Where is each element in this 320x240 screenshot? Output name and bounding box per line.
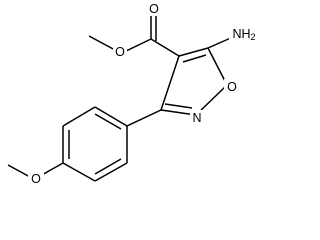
atom-amino-label: NH2 (232, 27, 255, 42)
atom-o-carbonyl-label: O (149, 2, 159, 16)
atom-n-ring: N (190, 110, 206, 126)
atom-o-carbonyl: O (146, 2, 160, 16)
atom-o-ether: O (28, 171, 44, 187)
bond-c3-c4 (160, 55, 180, 111)
bond-c4-c5-outer (178, 47, 209, 57)
atom-amino: NH2 (229, 26, 259, 42)
atom-o-ring-label: O (227, 80, 237, 94)
atom-o-ester-label: O (115, 45, 125, 59)
bond-carbonyl-to-ring (150, 38, 180, 57)
bond-ph-4-5 (62, 162, 96, 182)
chemical-structure-diagram: O O NH2 O N O (7, 2, 259, 187)
atom-o-ring: O (224, 79, 240, 95)
atom-n-ring-label: N (192, 111, 201, 125)
bond-c5-ring-o (207, 47, 228, 86)
bond-c3-phenyl (126, 109, 162, 127)
bond-methoxy-o-ch3 (7, 164, 31, 178)
bond-n-c3-inner (164, 103, 193, 109)
bond-c4-c5-inner (182, 54, 207, 63)
atom-labels: O O NH2 O N O (28, 2, 259, 187)
bond-ph-5-6-inner (94, 158, 122, 175)
bond-ester-methyl-o (88, 35, 116, 51)
bond-ester-o-carbonyl (123, 38, 152, 53)
bond-c5-amino (207, 36, 234, 49)
bond-ph-5-6 (94, 162, 128, 182)
bond-ph-1-2-inner (94, 113, 122, 130)
atom-o-ether-label: O (31, 172, 41, 186)
bonds (7, 12, 234, 182)
bond-ph-2-3 (62, 106, 96, 127)
bond-ph-1-2 (94, 106, 128, 127)
atom-o-ester: O (113, 44, 127, 60)
